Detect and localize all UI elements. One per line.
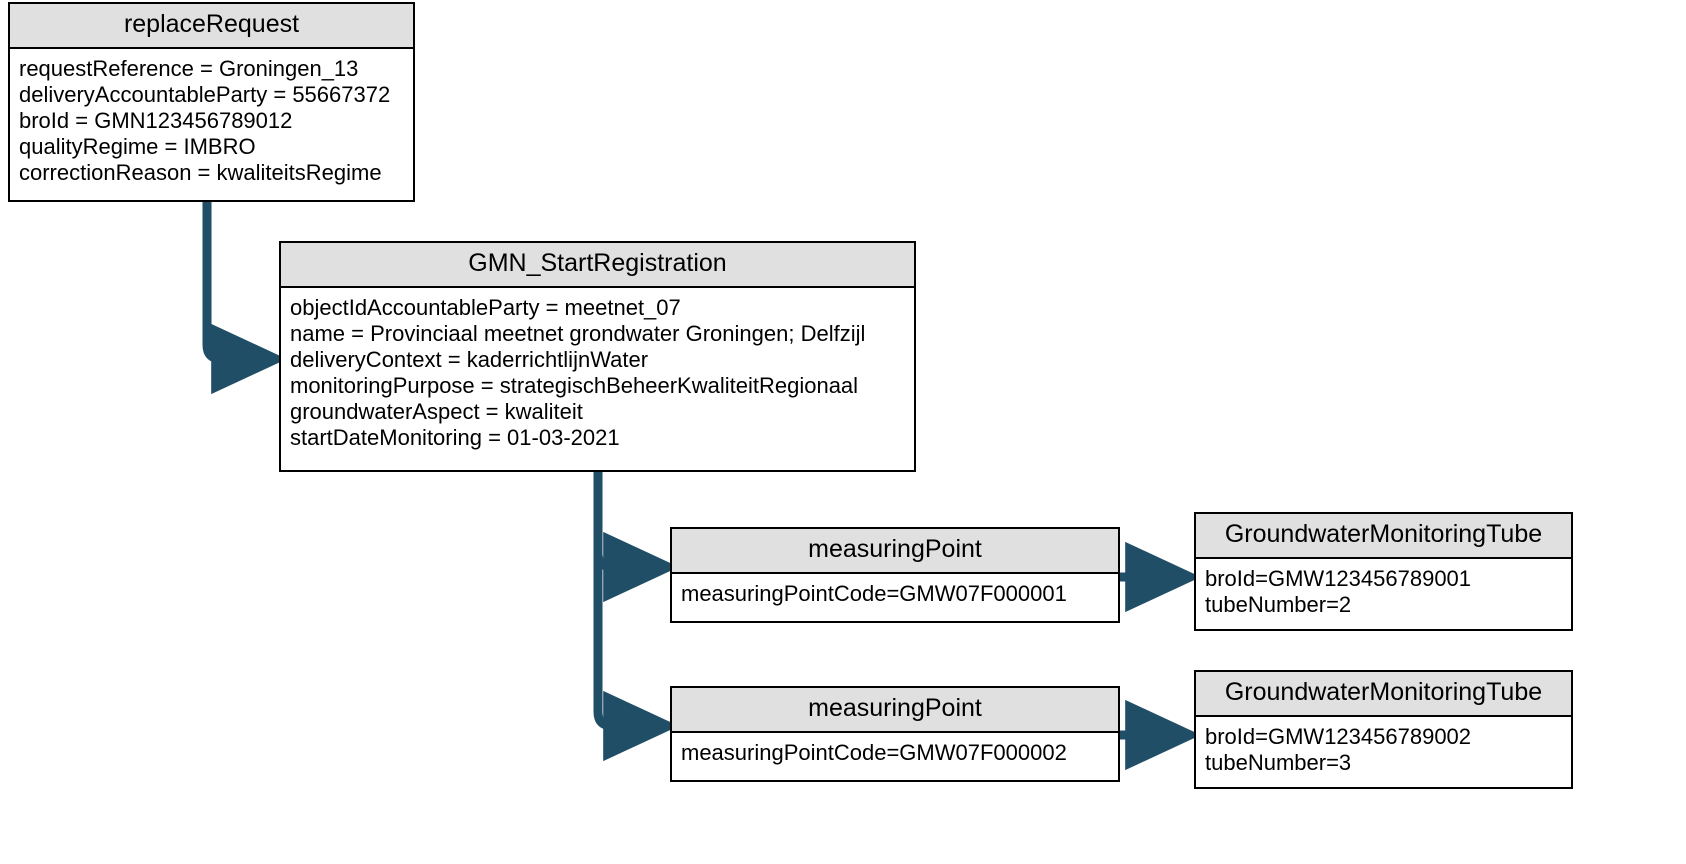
box-replace-request-attributes: requestReference = Groningen_13 delivery… <box>10 49 413 194</box>
attribute-row: objectIdAccountableParty = meetnet_07 <box>290 294 681 320</box>
box-measuring-point-2[interactable]: measuringPoint measuringPointCode=GMW07F… <box>670 686 1120 782</box>
box-measuring-point-2-attributes: measuringPointCode=GMW07F000002 <box>672 733 1118 774</box>
attribute-row: measuringPointCode=GMW07F000001 <box>681 580 1067 606</box>
box-groundwater-monitoring-tube-2-attributes: broId=GMW123456789002 tubeNumber=3 <box>1196 717 1571 784</box>
attribute-row: broId=GMW123456789001 <box>1205 565 1472 591</box>
box-measuring-point-1-attributes: measuringPointCode=GMW07F000001 <box>672 574 1118 615</box>
attribute-row: broId=GMW123456789002 <box>1205 723 1472 749</box>
attribute-row: name = Provinciaal meetnet grondwater Gr… <box>290 320 866 346</box>
attribute-row: broId = GMN123456789012 <box>19 107 293 133</box>
box-replace-request[interactable]: replaceRequest requestReference = Gronin… <box>8 2 415 202</box>
attribute-row: qualityRegime = IMBRO <box>19 133 256 159</box>
box-measuring-point-1-title: measuringPoint <box>672 529 1118 574</box>
box-measuring-point-1[interactable]: measuringPoint measuringPointCode=GMW07F… <box>670 527 1120 623</box>
attribute-row: measuringPointCode=GMW07F000002 <box>681 739 1067 765</box>
box-groundwater-monitoring-tube-1[interactable]: GroundwaterMonitoringTube broId=GMW12345… <box>1194 512 1573 631</box>
box-groundwater-monitoring-tube-2[interactable]: GroundwaterMonitoringTube broId=GMW12345… <box>1194 670 1573 789</box>
box-gmn-start-registration[interactable]: GMN_StartRegistration objectIdAccountabl… <box>279 241 916 472</box>
box-groundwater-monitoring-tube-2-title: GroundwaterMonitoringTube <box>1196 672 1571 717</box>
box-gmn-start-registration-attributes: objectIdAccountableParty = meetnet_07 na… <box>281 288 914 459</box>
box-replace-request-title: replaceRequest <box>10 4 413 49</box>
attribute-row: startDateMonitoring = 01-03-2021 <box>290 424 620 450</box>
attribute-row: deliveryContext = kaderrichtlijnWater <box>290 346 649 372</box>
attribute-row: groundwaterAspect = kwaliteit <box>290 398 583 424</box>
attribute-row: tubeNumber=2 <box>1205 591 1352 617</box>
box-gmn-start-registration-title: GMN_StartRegistration <box>281 243 914 288</box>
box-groundwater-monitoring-tube-1-title: GroundwaterMonitoringTube <box>1196 514 1571 559</box>
attribute-row: monitoringPurpose = strategischBeheerKwa… <box>290 372 859 398</box>
attribute-row: deliveryAccountableParty = 55667372 <box>19 81 391 107</box>
attribute-row: requestReference = Groningen_13 <box>19 55 359 81</box>
box-measuring-point-2-title: measuringPoint <box>672 688 1118 733</box>
box-groundwater-monitoring-tube-1-attributes: broId=GMW123456789001 tubeNumber=2 <box>1196 559 1571 626</box>
attribute-row: tubeNumber=3 <box>1205 749 1352 775</box>
attribute-row: correctionReason = kwaliteitsRegime <box>19 159 382 185</box>
